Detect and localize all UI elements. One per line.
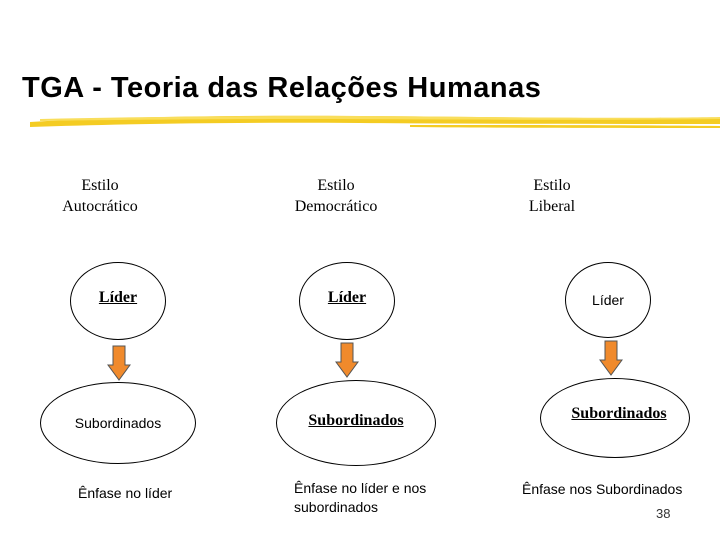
leader-label: Líder [328, 289, 366, 307]
slide-title: TGA - Teoria das Relações Humanas [22, 72, 541, 105]
subordinates-label: Subordinados [308, 412, 403, 430]
emphasis-liberal: Ênfase nos Subordinados [522, 480, 712, 499]
leader-ellipse-democratic: Líder [299, 262, 395, 340]
subordinates-ellipse-democratic: Subordinados [276, 380, 436, 466]
subordinates-ellipse-liberal: Subordinados [540, 378, 690, 458]
style-label-autocratic: Estilo Autocrático [40, 175, 160, 217]
leader-label: Líder [592, 292, 624, 308]
page-number: 38 [656, 506, 670, 521]
leader-ellipse-autocratic: Líder [70, 262, 166, 340]
subordinates-label: Subordinados [75, 415, 161, 431]
leader-ellipse-liberal: Líder [565, 262, 651, 338]
down-arrow-icon [599, 340, 623, 376]
style-label-liberal: Estilo Liberal [492, 175, 612, 217]
title-underline-brush [30, 110, 720, 132]
down-arrow-icon [335, 342, 359, 378]
subordinates-label: Subordinados [571, 405, 666, 423]
leader-label: Líder [99, 289, 137, 307]
subordinates-ellipse-autocratic: Subordinados [40, 382, 196, 464]
style-label-democratic: Estilo Democrático [276, 175, 396, 217]
down-arrow-icon [107, 345, 131, 381]
emphasis-democratic: Ênfase no líder e nos subordinados [294, 479, 474, 517]
emphasis-autocratic: Ênfase no líder [78, 484, 238, 503]
